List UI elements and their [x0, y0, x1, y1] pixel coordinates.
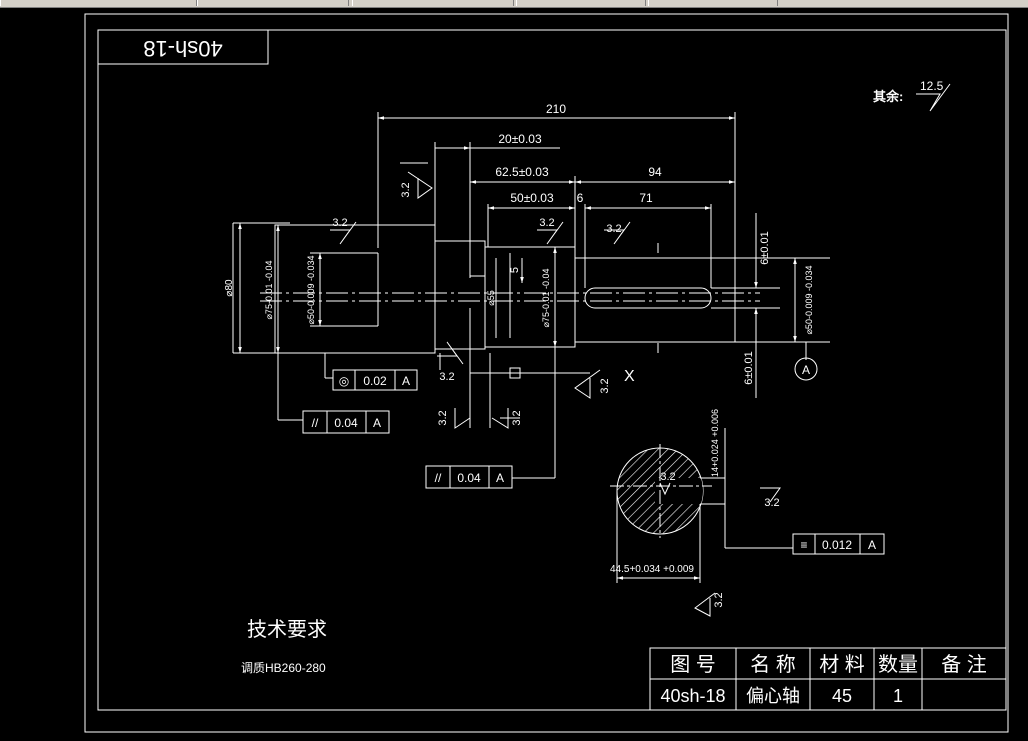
window-tab[interactable] [352, 0, 514, 6]
roughness-value: 3.2 [539, 217, 554, 229]
dim-dia55: ⌀55 [486, 290, 496, 305]
dimension-lines [232, 112, 830, 479]
window-tab[interactable] [648, 0, 778, 6]
svg-text:A: A [868, 538, 876, 552]
shaft-view [233, 222, 760, 354]
roughness-value: 3.2 [599, 378, 611, 393]
tolerance-frame-parallel-left: // 0.04 A [302, 410, 390, 434]
svg-text:A: A [373, 416, 381, 430]
engineering-drawing: 40sh-18 其余: 12.5 [84, 13, 1009, 733]
dim-94: 94 [648, 165, 662, 179]
dim-44-5: 44.5+0.034 +0.009 [610, 564, 694, 575]
svg-text:0.04: 0.04 [334, 416, 358, 430]
dim-dia50-left: ⌀50-0.009 -0.034 [306, 256, 316, 325]
roughness-value: 3.2 [764, 497, 779, 509]
dim-6: 6 [577, 191, 584, 205]
roughness-value: 3.2 [332, 217, 347, 229]
roughness-value: 3.2 [660, 471, 675, 483]
svg-text:≡: ≡ [800, 538, 807, 552]
svg-text:0.04: 0.04 [457, 471, 481, 485]
tolerance-frame-symmetry: ≡ 0.012 A [792, 533, 885, 555]
svg-text:A: A [496, 471, 504, 485]
dim-210: 210 [546, 102, 566, 116]
svg-text:0.02: 0.02 [363, 374, 387, 388]
title-block-header: 备 注 [941, 653, 987, 676]
rest-roughness-value: 12.5 [920, 79, 944, 93]
svg-text://: // [312, 416, 319, 430]
dim-5: 5 [509, 267, 521, 273]
dim-dia50-right: ⌀50-0.009 -0.034 [804, 266, 814, 335]
roughness-value: 3.2 [606, 223, 621, 235]
title-block-value: 偏心轴 [746, 686, 800, 706]
rest-roughness-icon [916, 83, 951, 112]
title-block-value: 45 [832, 686, 852, 706]
title-block-value: 40sh-18 [660, 686, 725, 706]
svg-text:◎: ◎ [339, 374, 349, 388]
dim-20: 20±0.03 [498, 132, 542, 146]
rest-roughness-label: 其余: [873, 89, 903, 104]
drawing-canvas[interactable]: 40sh-18 其余: 12.5 [0, 8, 1028, 736]
roughness-value: 3.2 [437, 410, 449, 425]
tolerance-frame-concentricity: ◎ 0.02 A [332, 369, 418, 391]
svg-text:A: A [402, 374, 410, 388]
window-tab-strip [0, 0, 1028, 8]
svg-text:0.012: 0.012 [822, 538, 852, 552]
dim-dia75-left: ⌀75-0.01 -0.04 [264, 261, 274, 320]
window-tab[interactable] [0, 0, 197, 6]
dim-71: 71 [639, 191, 653, 205]
dim-dia75-mid: ⌀75-0.01 -0.04 [541, 269, 551, 328]
title-block-header: 名 称 [750, 653, 796, 676]
roughness-value: 3.2 [439, 371, 454, 383]
x-mark: X [624, 368, 635, 385]
section-view: 3.2 [610, 428, 793, 583]
roughness-value: 3.2 [511, 410, 523, 425]
dim-6-bottom: 6±0.01 [743, 351, 755, 385]
stamp-box [97, 29, 269, 65]
window-tab[interactable] [516, 0, 646, 6]
svg-text://: // [435, 471, 442, 485]
dim-62-5: 62.5±0.03 [495, 165, 549, 179]
title-block-header: 材 料 [819, 653, 865, 676]
dim-6-top: 6±0.01 [759, 231, 771, 265]
roughness-value: 3.2 [400, 182, 412, 197]
title-block-header: 图 号 [670, 654, 716, 676]
dim-50: 50±0.03 [510, 191, 554, 205]
title-block-header: 数量 [878, 653, 918, 676]
dim-14: 14+0.024 +0.006 [710, 409, 720, 477]
stamp-text: 40sh-18 [143, 36, 223, 61]
dim-dia80: ⌀80 [224, 279, 235, 297]
inner-frame [97, 29, 1007, 711]
outer-frame [84, 13, 1009, 733]
title-block-value: 1 [893, 686, 903, 706]
tech-req-title: 技术要求 [247, 618, 327, 641]
window-tab[interactable] [197, 0, 349, 6]
roughness-value: 3.2 [713, 592, 725, 607]
roughness-symbols [330, 171, 781, 617]
tolerance-frame-parallel-mid: // 0.04 A [425, 465, 513, 489]
tech-req-item: 调质HB260-280 [241, 661, 326, 675]
title-block [649, 647, 1007, 711]
datum-a-label: A [802, 363, 810, 377]
